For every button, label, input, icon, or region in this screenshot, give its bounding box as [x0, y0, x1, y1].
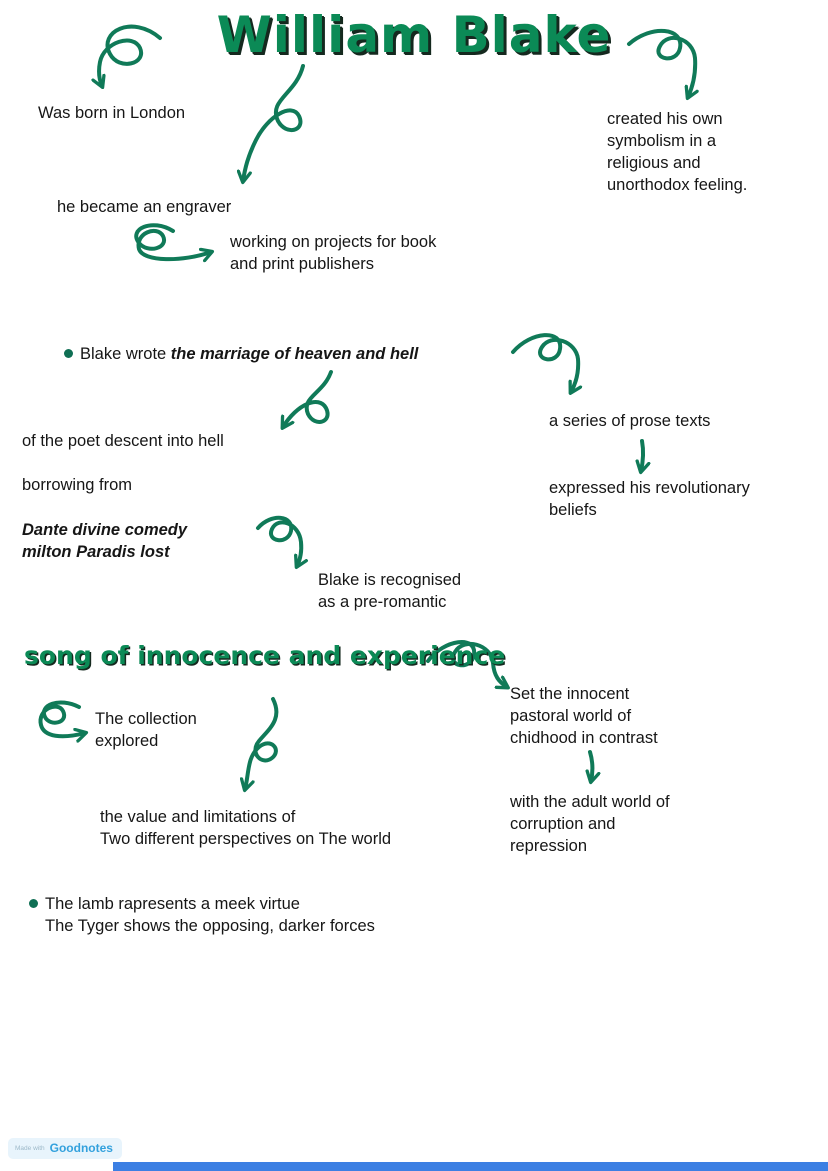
bullet-blake-wrote [64, 349, 73, 358]
note-born: Was born in London [38, 104, 186, 122]
arrow-prose-to-beliefs [641, 439, 643, 471]
note-engraver: he became an engraver [57, 198, 232, 216]
note-blake-wrote-prefix: Blake wrote [80, 345, 171, 363]
swirl-arrow-engraver-to-projects [134, 223, 211, 259]
goodnotes-logo: Goodnotes [49, 1141, 113, 1155]
loop-arrow-collection-to-value [245, 697, 279, 789]
swirl-arrow-sources-to-preromantic [256, 515, 301, 566]
note-lamb: The lamb rapresents a meek virtue The Ty… [45, 895, 375, 935]
watermark-prefix: Made with [15, 1144, 45, 1152]
note-prose: a series of prose texts [549, 412, 711, 430]
note-value: the value and limitations of Two differe… [100, 808, 392, 848]
note-innocent: Set the innocent pastoral world of chidh… [510, 685, 658, 747]
swirl-arrow-wrote-to-prose [511, 333, 578, 392]
note-descent: of the poet descent into hell [22, 432, 224, 450]
note-blake-wrote-title: the marriage of heaven and hell [170, 345, 419, 363]
arrow-innocent-to-adult [590, 750, 592, 781]
songs-heading: song of innocence and experience [24, 641, 506, 670]
note-symbolism: created his own symbolism in a religious… [607, 110, 748, 194]
note-projects: working on projects for book and print p… [230, 233, 437, 273]
note-beliefs: expressed his revolutionary beliefs [549, 479, 750, 519]
note-borrowing: borrowing from [22, 476, 133, 494]
note-collection: The collection explored [95, 710, 197, 750]
arrow-title-to-engraver [243, 64, 305, 181]
note-blake-wrote: Blake wrote the marriage of heaven and h… [80, 343, 418, 365]
note-sources: Dante divine comedy milton Paradis lost [22, 521, 188, 561]
bottom-bar [113, 1162, 828, 1171]
swirl-arrow-to-collection [38, 700, 85, 736]
bullet-lamb [29, 899, 38, 908]
goodnotes-watermark[interactable]: Made with Goodnotes [8, 1138, 122, 1159]
loop-arrow-marriage-to-descent [283, 370, 333, 427]
note-preromantic: Blake is recognised as a pre-romantic [318, 571, 462, 611]
note-adult: with the adult world of corruption and r… [510, 793, 670, 855]
page-title: William Blake [216, 6, 612, 64]
